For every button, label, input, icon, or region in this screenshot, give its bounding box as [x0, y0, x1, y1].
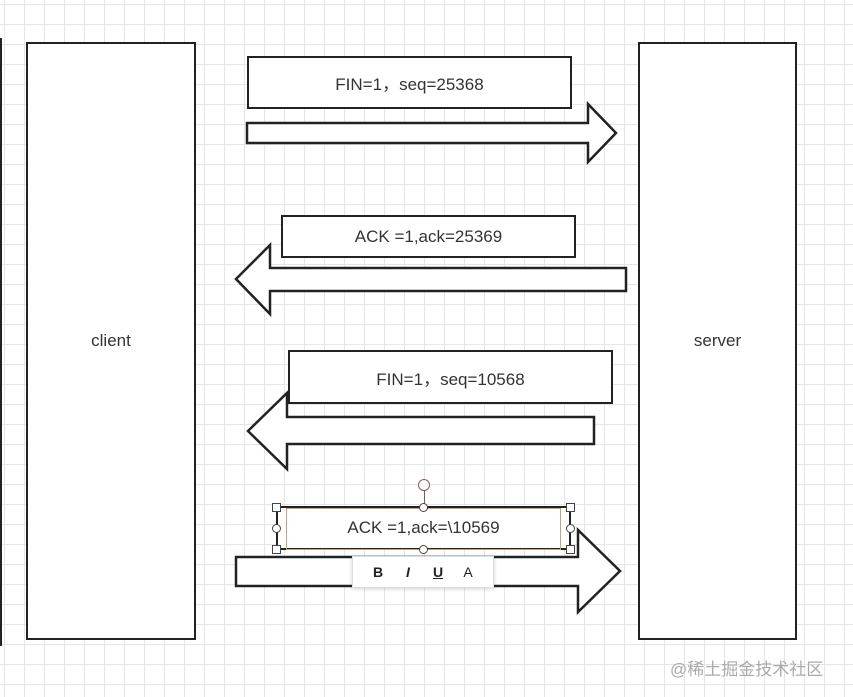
- arrow-left-2[interactable]: [234, 241, 628, 318]
- resize-handle-bottom-left[interactable]: [272, 545, 281, 554]
- rotation-stem: [424, 490, 425, 507]
- selection-outline: [286, 508, 561, 550]
- arrow-left-3[interactable]: [246, 390, 596, 472]
- message-label-2: ACK =1,ack=25369: [354, 226, 503, 246]
- resize-handle-bottom[interactable]: [419, 545, 428, 554]
- left-edge-line: [0, 38, 2, 646]
- message-box-1[interactable]: FIN=1，seq=25368: [247, 56, 572, 109]
- underline-button[interactable]: U: [432, 564, 444, 580]
- watermark: @稀土掘金技术社区: [670, 660, 824, 679]
- resize-handle-top-left[interactable]: [272, 503, 281, 512]
- message-label-1: FIN=1，seq=25368: [335, 75, 484, 94]
- arrow-right-1[interactable]: [245, 100, 618, 166]
- resize-handle-top-right[interactable]: [566, 503, 575, 512]
- message-label-4[interactable]: ACK =1,ack=\10569: [347, 518, 500, 537]
- server-node[interactable]: server: [638, 42, 797, 640]
- resize-handle-bottom-right[interactable]: [566, 545, 575, 554]
- message-box-3[interactable]: FIN=1，seq=10568: [288, 350, 613, 404]
- client-label: client: [91, 331, 131, 350]
- server-label: server: [693, 331, 742, 350]
- rotation-handle[interactable]: [418, 479, 430, 491]
- text-format-toolbar: B I U A: [352, 556, 494, 588]
- font-color-button[interactable]: A: [463, 564, 473, 580]
- italic-button[interactable]: I: [406, 564, 410, 580]
- message-label-3: FIN=1，seq=10568: [376, 369, 525, 389]
- client-node[interactable]: client: [26, 42, 196, 640]
- message-box-2[interactable]: ACK =1,ack=25369: [281, 215, 576, 258]
- resize-handle-left[interactable]: [272, 524, 281, 533]
- resize-handle-right[interactable]: [566, 524, 575, 533]
- bold-button[interactable]: B: [372, 564, 384, 580]
- resize-handle-top[interactable]: [419, 503, 428, 512]
